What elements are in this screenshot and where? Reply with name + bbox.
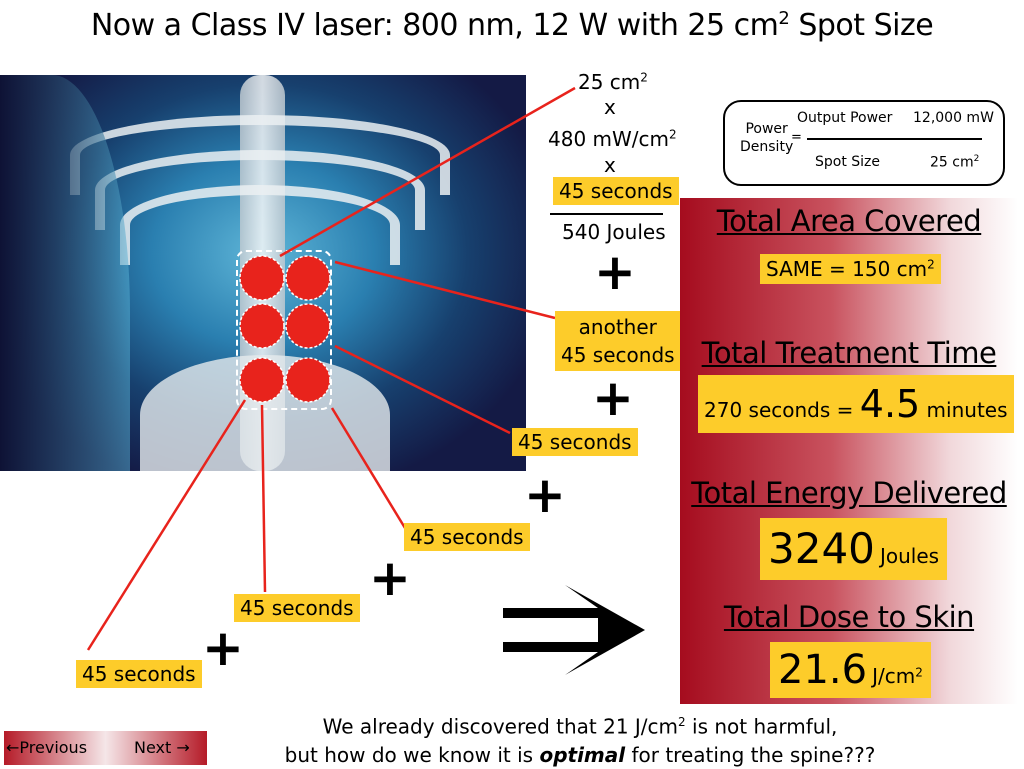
time-value: 270 seconds = 4.5 minutes (698, 375, 1014, 433)
arrow (279, 86, 576, 258)
laser-spot (285, 255, 331, 301)
label-seconds: 45 seconds (234, 594, 360, 622)
arrow-right-icon: → (176, 738, 190, 757)
dose-value: 21.6 J/cm2 (770, 642, 931, 698)
plus-icon: + (369, 549, 411, 607)
calc-area: 25 cm2 (578, 70, 648, 94)
laser-spot (239, 255, 285, 301)
previous-button[interactable]: ←Previous (6, 738, 88, 757)
calc-times: x (604, 95, 616, 119)
calc-time: 45 seconds (553, 177, 679, 205)
area-title: Total Area Covered (716, 204, 982, 238)
arrow (334, 344, 511, 435)
nav-bar: ←Previous Next → (4, 731, 207, 765)
arrow (330, 407, 407, 529)
laser-spot (285, 357, 331, 403)
plus-icon: + (202, 619, 244, 677)
time-title: Total Treatment Time (701, 336, 997, 370)
arrow (86, 399, 247, 651)
label-seconds: 45 seconds (76, 660, 202, 688)
laser-spot (239, 357, 285, 403)
calc-result: 540 Joules (562, 220, 666, 244)
plus-icon: + (524, 466, 566, 524)
arrow-left-icon: ← (6, 738, 20, 757)
label-seconds: 45 seconds (512, 428, 638, 456)
plus-icon: + (592, 369, 634, 427)
label-seconds: 45 seconds (404, 523, 530, 551)
slide-title: Now a Class IV laser: 800 nm, 12 W with … (90, 8, 934, 43)
energy-title: Total Energy Delivered (691, 476, 1007, 510)
area-value: SAME = 150 cm2 (760, 254, 941, 284)
energy-value: 3240 Joules (760, 518, 948, 580)
dose-title: Total Dose to Skin (723, 600, 975, 634)
laser-spot (285, 303, 331, 349)
calc-density: 480 mW/cm2 (548, 127, 677, 151)
arrow (260, 404, 267, 593)
bottom-caption: We already discovered that 21 J/cm2 is n… (284, 714, 876, 767)
treatment-area-outline (236, 250, 332, 410)
summary-panel: Total Area Covered SAME = 150 cm2 Total … (680, 198, 1018, 704)
big-arrow-icon (503, 585, 645, 675)
plus-icon: + (594, 243, 636, 301)
next-button[interactable]: Next → (134, 738, 190, 757)
laser-spot (239, 303, 285, 349)
divider (550, 213, 663, 215)
calc-times: x (604, 153, 616, 177)
arrow (334, 260, 556, 320)
